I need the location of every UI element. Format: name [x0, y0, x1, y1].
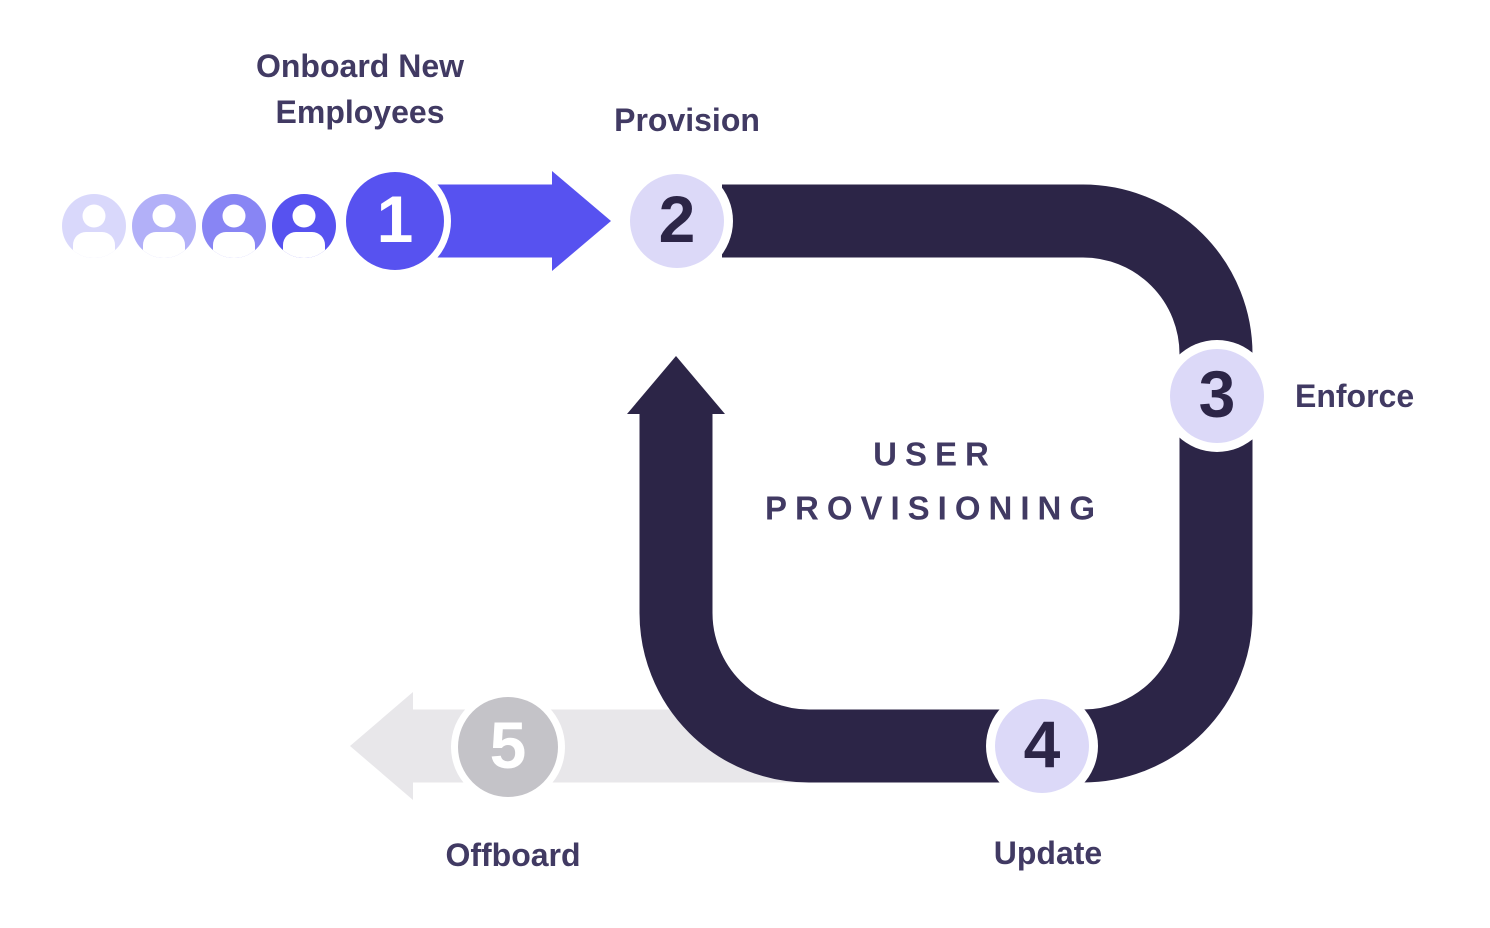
onboard-avatars-group: [62, 194, 336, 268]
step-number-5: 5: [489, 708, 527, 783]
user-avatar-icon: [272, 194, 336, 268]
label-offboard: Offboard: [445, 837, 581, 873]
step-number-1: 1: [376, 182, 414, 257]
step-number-3: 3: [1198, 357, 1236, 432]
label-provision: Provision: [614, 102, 760, 138]
arrow-up-icon: [627, 356, 725, 414]
label-update: Update: [993, 835, 1103, 871]
step-circle-4: [995, 699, 1089, 793]
cycle-loop-path: [639, 184, 1253, 783]
user-avatar-icon: [62, 194, 126, 268]
step-circle-2: [630, 174, 724, 268]
label-enforce: Enforce: [1295, 378, 1415, 414]
step-number-2: 2: [658, 182, 696, 257]
user-avatar-icon: [132, 194, 196, 268]
step-circle-3: [1170, 349, 1264, 443]
center-title-line2: PROVISIONING: [764, 489, 1104, 527]
label-onboard-line1: Onboard New: [255, 48, 465, 84]
user-avatar-icon: [202, 194, 266, 268]
step-circle-1: [346, 172, 444, 270]
step-number-4: 4: [1023, 707, 1061, 782]
step-circle-5: [458, 697, 558, 797]
center-title-line1: USER: [873, 435, 997, 473]
label-onboard-line2: Employees: [275, 94, 445, 130]
